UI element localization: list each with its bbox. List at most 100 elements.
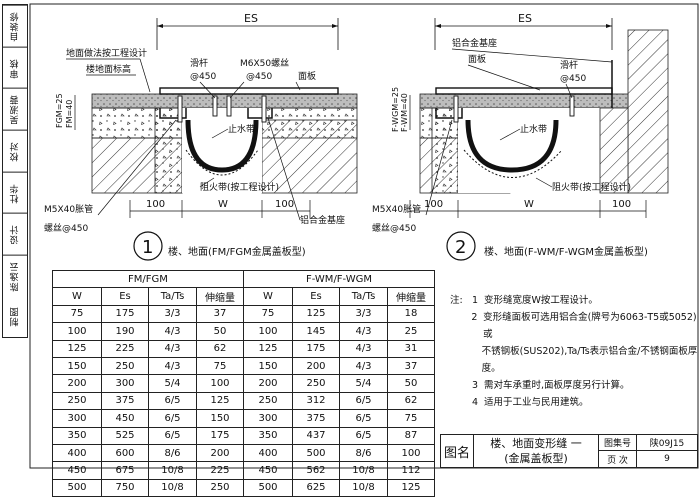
title-block-meta: 图集号 陕09J15 页 次 9 xyxy=(599,435,697,467)
table-cell: 250 xyxy=(101,356,149,376)
note-prefix: 注: xyxy=(450,295,463,306)
note-text: 需对车承重时,面板厚度另行计算。 xyxy=(484,380,630,391)
table-cell: 8/6 xyxy=(339,443,388,463)
d2-label-fireband: 阻火带(按工程设计) xyxy=(552,181,631,193)
table-cell: 175 xyxy=(196,426,244,445)
table-cell: 5/4 xyxy=(148,374,197,393)
table-cell: 125 xyxy=(196,391,244,411)
table-cell: 350 xyxy=(243,426,293,445)
table-column-header: W xyxy=(52,287,102,306)
table-cell: 6/5 xyxy=(339,391,388,411)
d2-fwm: F-WM=40 xyxy=(400,93,409,132)
d2-dim-100-left: 100 xyxy=(424,199,443,210)
d2-dim-100-right: 100 xyxy=(612,199,631,210)
d2-label-slide-size: @450 xyxy=(560,74,586,84)
d1-label-screw-size: @450 xyxy=(246,72,272,82)
table-cell: 250 xyxy=(292,374,340,393)
d1-label-fireband: 阻火带(按工程设计) xyxy=(200,181,279,193)
table-cell: 75 xyxy=(387,409,435,428)
d2-caption: 楼、地面(F-WM/F-WGM金属盖板型) xyxy=(484,245,648,258)
table-cell: 62 xyxy=(387,391,435,411)
note-number: 1 xyxy=(472,295,479,306)
d1-fgm: FGM=25 xyxy=(55,93,64,128)
table-cell: 100 xyxy=(243,322,293,341)
page-value: 9 xyxy=(664,454,670,464)
note-number xyxy=(470,343,481,377)
atlas-value: 陕09J15 xyxy=(637,435,697,451)
note-number: 4 xyxy=(472,397,479,408)
table-cell: 8/6 xyxy=(148,443,197,463)
table-cell: 200 xyxy=(292,356,340,376)
table-cell: 450 xyxy=(52,461,102,480)
table-cell: 675 xyxy=(101,461,149,480)
d1-dim-es: ES xyxy=(244,12,258,25)
d1-circle-number: 1 xyxy=(142,237,153,258)
table-cell: 3/3 xyxy=(339,304,388,324)
table-cell: 4/3 xyxy=(339,322,388,341)
note-text: 不锈钢板(SUS202),Ta/Ts表示铝合金/不锈钢面板厚度。 xyxy=(481,346,698,374)
table-cell: 250 xyxy=(196,478,244,497)
table-cell: 145 xyxy=(292,322,340,341)
table-cell: 4/3 xyxy=(339,339,388,358)
d2-fwgm: F-WGM=25 xyxy=(391,87,400,132)
table-column-header: 伸缩量 xyxy=(196,287,244,306)
d2-label-base: 铝合金基座 xyxy=(452,37,497,49)
table-cell: 190 xyxy=(101,322,149,341)
table-cell: 200 xyxy=(243,374,293,393)
note-number: 2 xyxy=(471,312,478,323)
note-line: 不锈钢板(SUS202),Ta/Ts表示铝合金/不锈钢面板厚度。 xyxy=(450,343,700,377)
table-column-header: Ta/Ts xyxy=(148,287,197,306)
table-cell: 312 xyxy=(292,391,340,411)
table-cell: 200 xyxy=(52,374,102,393)
table-cell: 300 xyxy=(52,409,102,428)
table-cell: 25 xyxy=(387,322,435,341)
title-line-2: (金属盖板型) xyxy=(504,452,568,465)
d1-dim-100-right: 100 xyxy=(275,199,294,210)
table-cell: 500 xyxy=(243,478,293,497)
table-cell: 6/5 xyxy=(148,391,197,411)
note-line: 注: 1 变形缝宽度W按工程设计。 xyxy=(450,292,700,309)
detail-2: ES F-WGM=25 F-WM=40 铝合金基座 面板 xyxy=(372,12,669,261)
d1-label-anchor: M5X40胀管 xyxy=(44,203,93,215)
title-line-1: 楼、地面变形缝 一 xyxy=(490,437,582,450)
d2-label-slide: 滑杆 xyxy=(560,59,578,71)
d1-label-slide: 滑杆 xyxy=(190,57,208,69)
table-cell: 300 xyxy=(243,409,293,428)
note-text: 适用于工业与民用建筑。 xyxy=(484,397,589,408)
note-text: 变形缝宽度W按工程设计。 xyxy=(484,295,598,306)
table-cell: 437 xyxy=(292,426,340,445)
d1-caption: 楼、地面(FM/FGM金属盖板型) xyxy=(168,245,306,258)
table-cell: 37 xyxy=(196,304,244,324)
d2-dim-w: W xyxy=(524,199,534,210)
table-cell: 750 xyxy=(101,478,149,497)
detail-drawings: ES xyxy=(29,3,699,469)
table-column-header: Es xyxy=(101,287,149,306)
table-cell: 6/5 xyxy=(148,426,197,445)
note-text: 变形缝面板可选用铝合金(牌号为6063-T5或5052)或 xyxy=(483,312,697,340)
table-cell: 562 xyxy=(292,461,340,480)
table-cell: 4/3 xyxy=(148,356,197,376)
table-cell: 87 xyxy=(387,426,435,445)
approval-strip: 自装修审核吴淑蓉校对杜华设计陈逸云制图 xyxy=(2,4,28,338)
table-cell: 125 xyxy=(292,304,340,324)
table-cell: 250 xyxy=(243,391,293,411)
table-cell: 10/8 xyxy=(148,461,197,480)
table-cell: 500 xyxy=(52,478,102,497)
table-cell: 100 xyxy=(196,374,244,393)
table-cell: 5/4 xyxy=(339,374,388,393)
table-cell: 62 xyxy=(196,339,244,358)
table-cell: 10/8 xyxy=(148,478,197,497)
table-cell: 112 xyxy=(387,461,435,480)
notes: 注: 1 变形缝宽度W按工程设计。 2 变形缝面板可选用铝合金(牌号为6063-T5或5… xyxy=(450,292,700,411)
table-cell: 31 xyxy=(387,339,435,358)
